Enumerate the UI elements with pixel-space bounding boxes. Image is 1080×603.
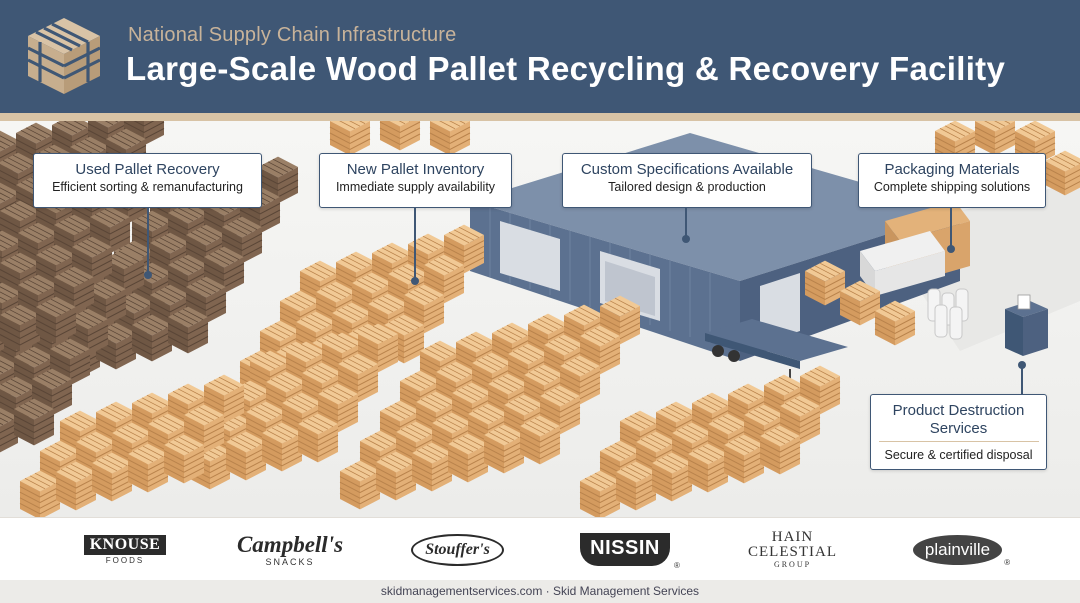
new-pallet-stack (519, 415, 561, 465)
leader-line (414, 208, 416, 280)
callout-packaging-materials: Packaging Materials Complete shipping so… (858, 153, 1046, 208)
new-pallet-stack (1044, 150, 1080, 196)
leader-dot (947, 245, 955, 253)
new-pallet-stack (579, 470, 621, 517)
callout-custom-specifications: Custom Specifications Available Tailored… (562, 153, 812, 208)
leader-line (147, 208, 149, 274)
callout-subtitle: Secure & certified disposal (884, 448, 1033, 462)
new-pallet-stack (55, 461, 97, 511)
callout-subtitle: Tailored design & production (608, 180, 766, 194)
callout-subtitle: Complete shipping solutions (873, 180, 1031, 194)
page-title: Large-Scale Wood Pallet Recycling & Reco… (126, 50, 1006, 87)
header-banner: National Supply Chain Infrastructure Lar… (0, 0, 1080, 116)
new-pallet-stack (974, 121, 1016, 156)
callout-title: New Pallet Inventory (346, 161, 485, 178)
knouse-foods-logo: KNOUSE FOODS (70, 518, 180, 581)
leader-dot (411, 277, 419, 285)
callout-used-pallet-recovery: Used Pallet Recovery Efficient sorting &… (33, 153, 262, 208)
callout-title: Product Destruction Services (892, 402, 1025, 437)
callout-title: Custom Specifications Available (580, 161, 794, 178)
new-pallet-stack (297, 413, 339, 463)
new-pallet-stack (429, 121, 471, 156)
new-pallet-stack (411, 442, 453, 492)
new-pallet-stack (91, 452, 133, 502)
footer-credit: skidmanagementservices.com · Skid Manage… (0, 580, 1080, 603)
callout-title: Packaging Materials (884, 161, 1020, 178)
plainville-logo: plainville ® (905, 518, 1010, 581)
flatbed-trailer (705, 319, 848, 383)
new-pallet-stack (225, 431, 267, 481)
new-pallet-stack (615, 461, 657, 511)
new-pallet-stack (375, 451, 417, 501)
new-pallet-stack (261, 422, 303, 472)
facility-scene: Used Pallet Recovery Efficient sorting &… (0, 121, 1080, 517)
callout-divider (878, 441, 1039, 442)
used-pallet-stack (35, 296, 77, 344)
leader-line (685, 208, 687, 238)
callout-product-destruction: Product Destruction Services Secure & ce… (870, 394, 1047, 470)
new-pallet-stack (687, 443, 729, 493)
callout-title: Used Pallet Recovery (75, 161, 220, 178)
nissin-logo: NISSIN ® (575, 518, 680, 581)
callout-subtitle: Immediate supply availability (335, 180, 496, 194)
new-pallet-stack (379, 121, 421, 151)
pallet-logo-icon (27, 18, 101, 94)
leader-dot (682, 235, 690, 243)
leader-line (1021, 367, 1023, 394)
leader-dot (144, 271, 152, 279)
leader-dot (1018, 361, 1026, 369)
new-pallet-stack (651, 452, 693, 502)
hain-celestial-logo: HAIN CELESTIAL GROUP (748, 528, 837, 569)
client-logos-bar: KNOUSE FOODS Campbell's SNACKS Stouffer'… (0, 517, 1080, 580)
new-pallet-stack (483, 424, 525, 474)
new-pallet-stack (723, 434, 765, 484)
new-pallet-stack (447, 433, 489, 483)
shredder-machine (1005, 294, 1048, 356)
leader-line (950, 208, 952, 248)
new-pallet-stack (339, 460, 381, 510)
used-pallet-stack (13, 398, 55, 446)
header-accent-stripe (0, 113, 1080, 121)
new-pallet-stack (163, 434, 205, 484)
packaging-materials-area (860, 201, 970, 340)
callout-subtitle: Efficient sorting & remanufacturing (52, 180, 243, 194)
campbells-snacks-logo: Campbell's SNACKS (236, 531, 344, 567)
new-pallet-stack (19, 470, 61, 517)
callout-new-pallet-inventory: New Pallet Inventory Immediate supply av… (319, 153, 512, 208)
used-pallet-stack (0, 407, 19, 453)
new-pallet-stack (127, 443, 169, 493)
new-pallet-stack (759, 425, 801, 475)
new-pallet-stack (357, 323, 399, 373)
header-subtitle: National Supply Chain Infrastructure (128, 24, 457, 46)
new-pallet-stack (329, 121, 371, 156)
stouffers-logo: Stouffer's (405, 518, 510, 581)
